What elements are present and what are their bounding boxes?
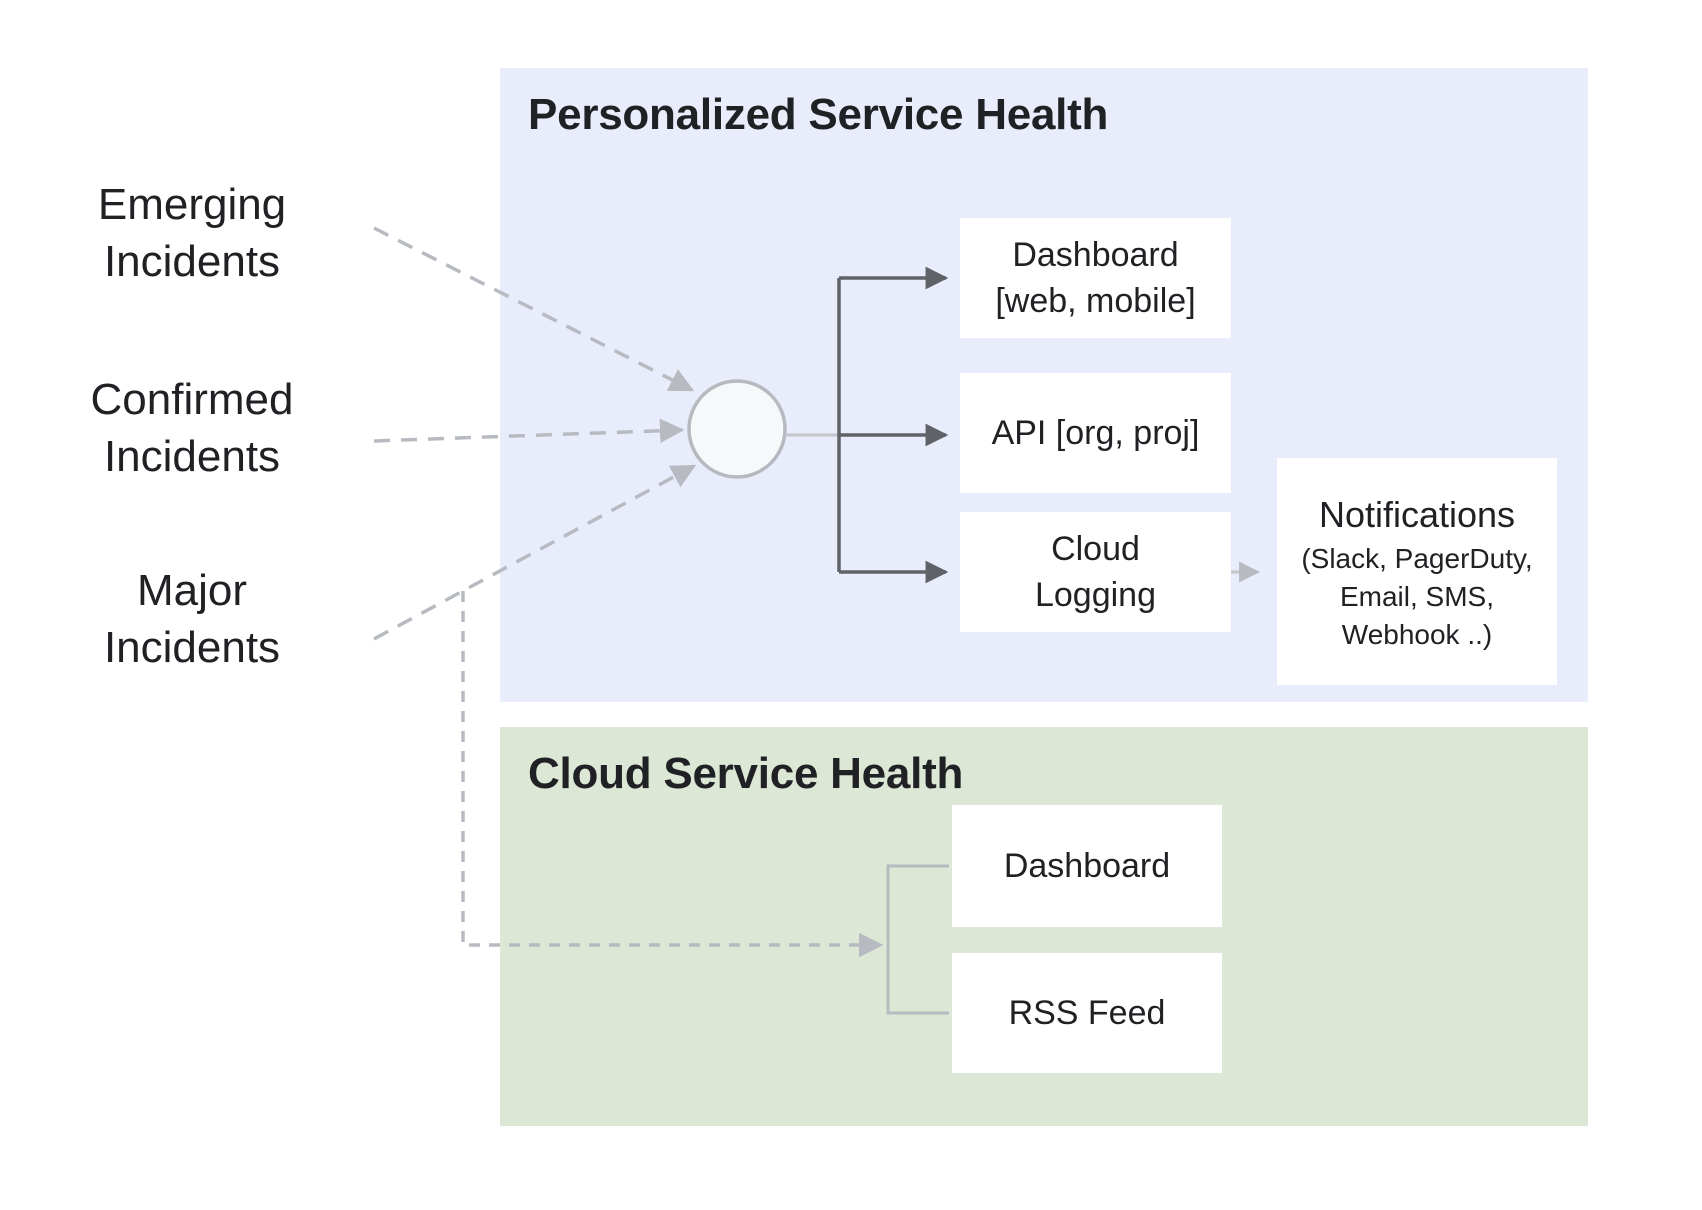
card-notifications: Notifications (Slack, PagerDuty, Email, … [1277, 458, 1557, 685]
notifications-subtitle-line: Email, SMS, [1339, 580, 1495, 612]
card-label-line: RSS Feed [1008, 994, 1166, 1032]
notifications-subtitle-line: (Slack, PagerDuty, [1301, 542, 1533, 574]
personalized-panel-title: Personalized Service Health [528, 90, 1109, 139]
notifications-subtitle-line: Webhook ..) [1341, 618, 1493, 650]
card-dashboard-cloud: Dashboard [952, 805, 1222, 927]
card-label-line: [web, mobile] [995, 282, 1196, 320]
source-label-line: Incidents [103, 623, 281, 672]
card-label-line: API [org, proj] [991, 414, 1200, 452]
source-label-line: Incidents [103, 237, 281, 286]
card-label-line: Dashboard [1003, 847, 1171, 885]
source-label-major-incidents: Major Incidents [32, 562, 352, 676]
source-label-emerging-incidents: Emerging Incidents [32, 176, 352, 290]
card-cloud-logging: Cloud Logging [960, 512, 1231, 632]
source-label-line: Incidents [103, 432, 281, 481]
card-label-line: Logging [1034, 576, 1156, 614]
card-api: API [org, proj] [960, 373, 1231, 493]
notifications-title: Notifications [1318, 493, 1516, 535]
source-label-confirmed-incidents: Confirmed Incidents [32, 371, 352, 485]
cloud-panel-title: Cloud Service Health [528, 749, 964, 798]
card-label-line: Dashboard [1012, 236, 1179, 274]
source-label-line: Confirmed [90, 375, 294, 424]
card-dashboard-web-mobile: Dashboard [web, mobile] [960, 218, 1231, 338]
card-rss-feed: RSS Feed [952, 953, 1222, 1073]
card-label-line: Cloud [1051, 530, 1140, 568]
source-label-line: Major [136, 566, 248, 615]
source-label-line: Emerging [97, 180, 287, 229]
